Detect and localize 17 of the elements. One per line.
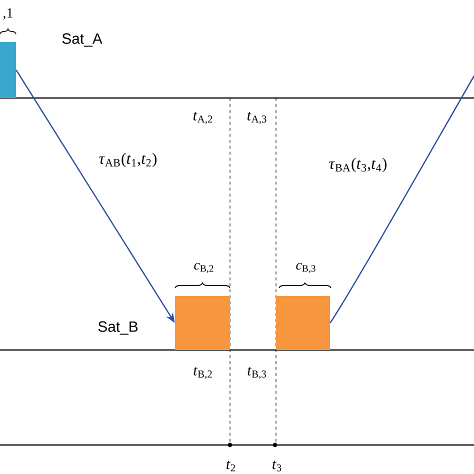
edge-label: τ$_{AB}$(t$_{1}$,t$_{2}$) <box>99 152 157 168</box>
time-label: t$_{B,2}$ <box>194 366 212 380</box>
satellite-label: Sat_A <box>62 33 102 47</box>
time-slot-bar <box>0 42 16 98</box>
slot-label: c$_{B,2}$ <box>194 262 214 274</box>
time-label: t$_{A,3}$ <box>247 112 266 124</box>
time-label: t$_{2}$ <box>226 460 236 472</box>
satellite-label: Sat_B <box>98 321 138 335</box>
signal-curve <box>330 76 474 324</box>
time-label: t$_{B,3}$ <box>248 366 266 380</box>
time-label: t$_{A,2}$ <box>193 112 212 124</box>
time-label: t$_{3}$ <box>272 460 282 472</box>
slot-label: ,1 <box>3 8 12 20</box>
time-slot-bar <box>175 296 230 350</box>
edge-label: τ$_{BA}$(t$_{3}$,t$_{4}$) <box>329 158 387 172</box>
time-slot-bar <box>276 296 330 350</box>
slot-label: c$_{B,3}$ <box>296 262 316 274</box>
